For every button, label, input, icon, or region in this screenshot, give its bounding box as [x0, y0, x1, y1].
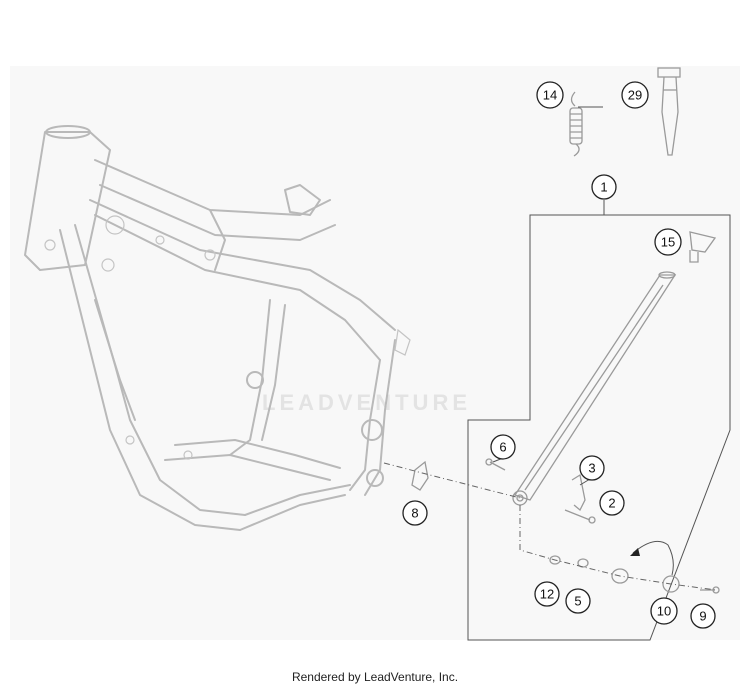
- assembly-axis: [519, 505, 717, 591]
- callout-2: 2: [599, 490, 625, 516]
- bracket-part: [411, 460, 429, 491]
- sidestand-assembly-outline: [467, 214, 731, 641]
- callout-3: 3: [579, 455, 605, 481]
- svg-text:15: 15: [661, 235, 675, 250]
- grease-arrow: [632, 540, 674, 576]
- callout-6: 6: [490, 434, 516, 460]
- svg-text:3: 3: [588, 461, 595, 476]
- svg-text:6: 6: [499, 440, 506, 455]
- washer-part: [577, 558, 589, 568]
- svg-text:10: 10: [657, 604, 671, 619]
- svg-text:1: 1: [600, 180, 607, 195]
- callout-5: 5: [565, 588, 591, 614]
- watermark: LEADVENTURE: [262, 390, 472, 415]
- callout-10: 10: [650, 597, 678, 625]
- callout-15: 15: [654, 228, 682, 256]
- callout-14: 14: [536, 81, 564, 109]
- special-tool-part: [657, 67, 681, 156]
- svg-text:8: 8: [411, 506, 418, 521]
- bushing-part: [662, 575, 680, 593]
- rubber-pad-part: [689, 231, 717, 263]
- spring-lever-part: [564, 473, 596, 524]
- svg-text:29: 29: [628, 88, 642, 103]
- svg-text:12: 12: [540, 587, 554, 602]
- bushing-part: [611, 568, 629, 584]
- callout-29: 29: [621, 81, 649, 109]
- callout-9: 9: [690, 603, 716, 629]
- spring-part: [569, 91, 583, 157]
- callout-12: 12: [534, 581, 560, 607]
- svg-text:2: 2: [608, 496, 615, 511]
- callout-8: 8: [402, 500, 428, 526]
- arrow-head-icon: [630, 548, 640, 556]
- callout-1: 1: [591, 174, 617, 200]
- motorcycle-frame: [24, 125, 411, 531]
- screw-part: [489, 461, 506, 471]
- svg-text:5: 5: [574, 594, 581, 609]
- svg-text:9: 9: [699, 609, 706, 624]
- assembly-axis: [383, 462, 521, 499]
- footer-credit: Rendered by LeadVenture, Inc.: [291, 670, 459, 684]
- washer-part: [549, 555, 561, 565]
- svg-text:14: 14: [543, 88, 557, 103]
